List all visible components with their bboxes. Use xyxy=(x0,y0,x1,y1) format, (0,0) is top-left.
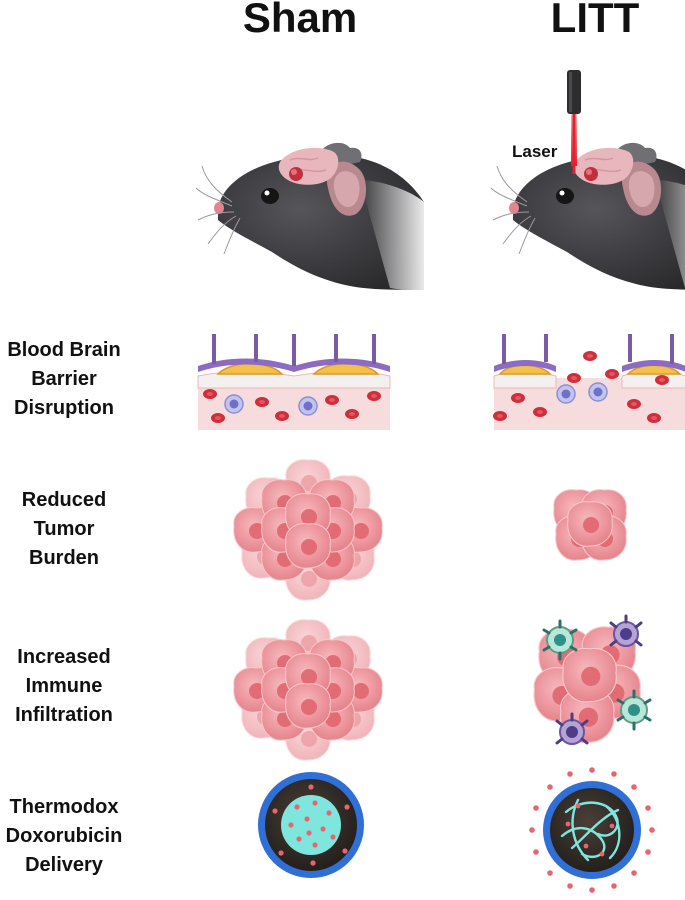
row-label-thermodox-delivery: Thermodox Doxorubicin Delivery xyxy=(0,793,128,880)
row-label-line: Immune xyxy=(25,675,103,697)
sham-large-tumor-illustration xyxy=(233,459,383,601)
row-label-line: Thermodox xyxy=(9,796,119,818)
sham-tumor-no-immune-illustration xyxy=(233,619,383,761)
row-label-tumor-burden: Reduced Tumor Burden xyxy=(0,486,128,573)
row-label-line: Increased xyxy=(17,646,111,668)
litt-small-tumor-illustration xyxy=(553,489,627,561)
row-label-line: Blood Brain xyxy=(7,339,121,361)
row-label-line: Burden xyxy=(29,547,99,569)
row-label-bbb-disruption: Blood Brain Barrier Disruption xyxy=(0,336,128,423)
litt-bbb-disrupted-illustration xyxy=(493,334,685,430)
litt-mouse-illustration xyxy=(490,142,685,291)
sham-liposome-intact-illustration xyxy=(258,772,364,878)
litt-liposome-released-illustration xyxy=(529,767,655,893)
row-label-line: Barrier xyxy=(31,368,97,390)
row-label-line: Doxorubicin xyxy=(5,825,123,847)
column-heading-litt: LITT xyxy=(550,0,640,41)
row-label-line: Tumor xyxy=(33,518,95,540)
laser-probe-icon xyxy=(567,70,581,174)
row-label-line: Disruption xyxy=(14,397,114,419)
row-label-line: Infiltration xyxy=(15,704,113,726)
litt-tumor-immune-infiltration-illustration xyxy=(533,614,652,746)
sham-mouse-illustration xyxy=(195,142,425,291)
column-heading-sham: Sham xyxy=(242,0,358,41)
row-label-line: Reduced xyxy=(21,489,107,511)
row-label-immune-infiltration: Increased Immune Infiltration xyxy=(0,643,128,730)
row-label-line: Delivery xyxy=(25,854,103,876)
sham-bbb-intact-illustration xyxy=(197,334,391,430)
laser-label: Laser xyxy=(512,142,558,161)
